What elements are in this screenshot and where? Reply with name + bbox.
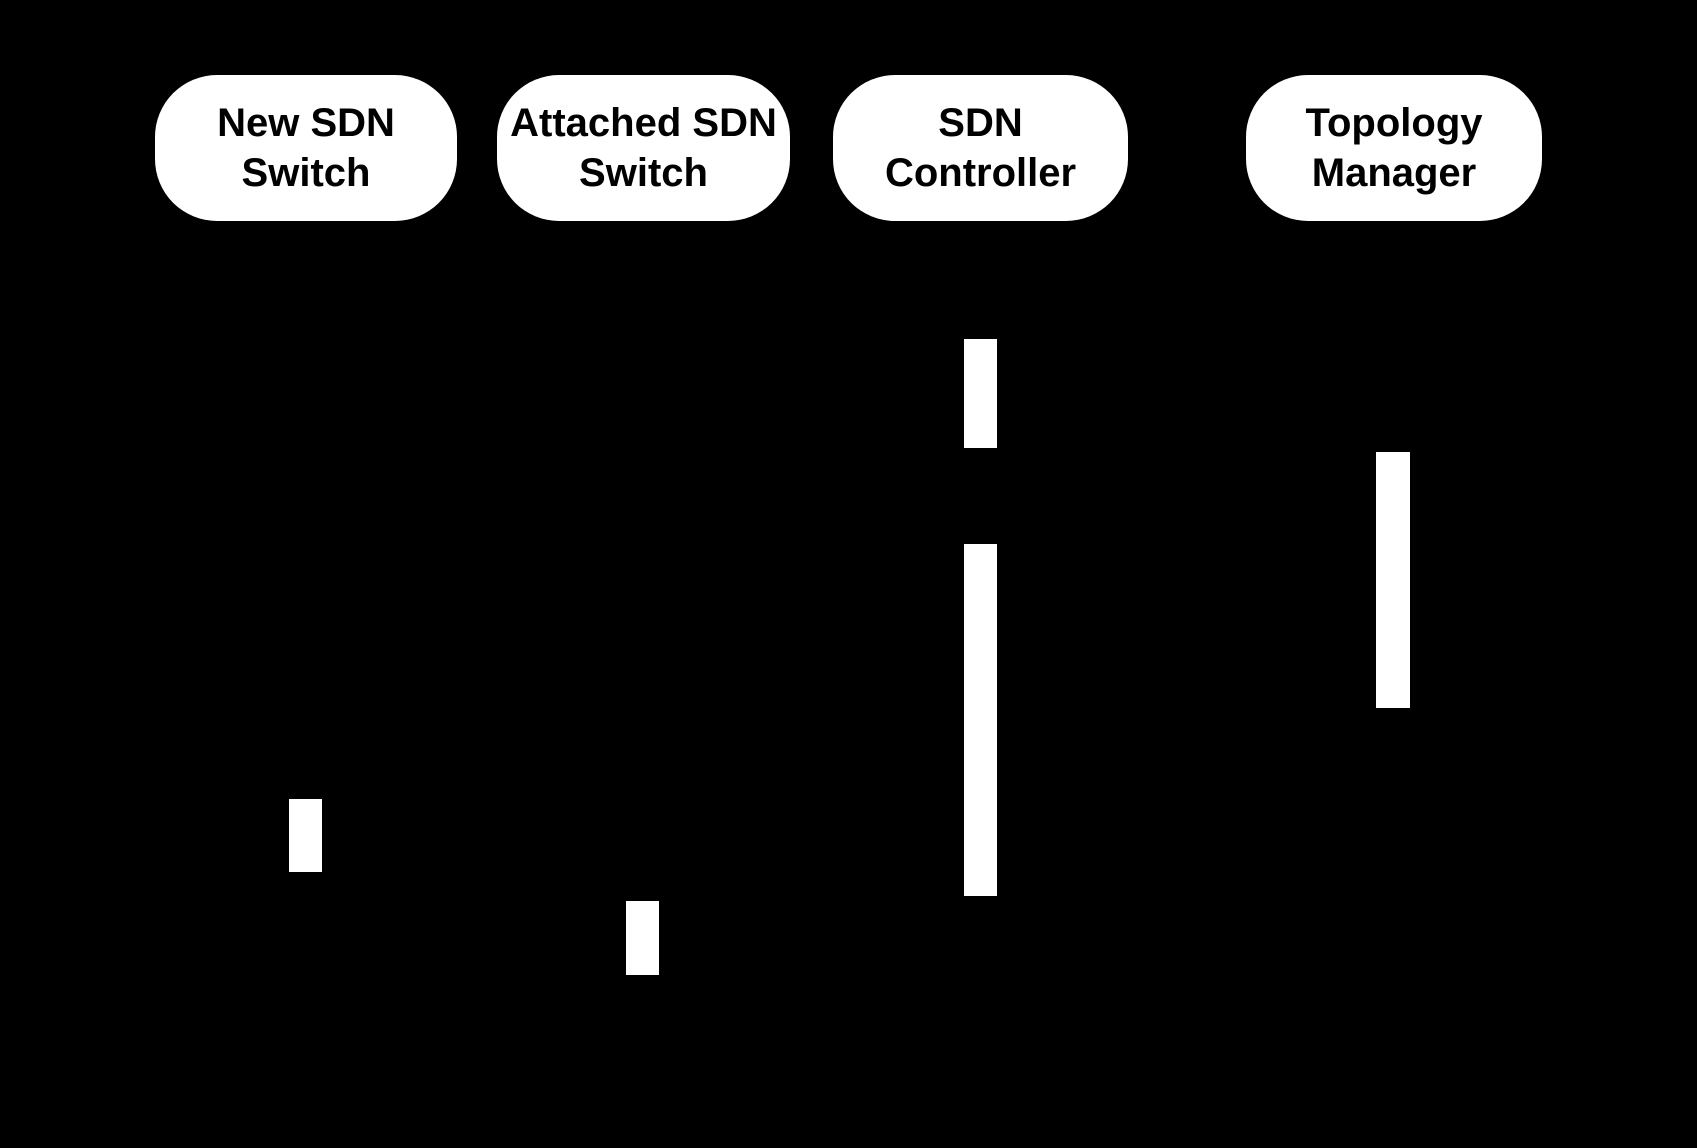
participant-label-new-sdn-switch: New SDN Switch xyxy=(217,101,395,195)
participant-label-topology-manager: Topology Manager xyxy=(1305,101,1483,195)
participant-box-topology-manager: Topology Manager xyxy=(1246,75,1542,221)
participant-box-sdn-controller: SDN Controller xyxy=(833,75,1128,221)
participant-label-sdn-controller: SDN Controller xyxy=(884,101,1077,195)
activation-bar-new-sdn-switch-activation xyxy=(289,799,322,872)
activation-bar-sdn-controller-activation-lower xyxy=(964,544,997,896)
participant-box-attached-sdn-switch: Attached SDN Switch xyxy=(497,75,790,221)
activation-bar-attached-sdn-switch-activation xyxy=(626,901,659,975)
participant-box-new-sdn-switch: New SDN Switch xyxy=(155,75,457,221)
activation-bar-topology-manager-activation xyxy=(1376,452,1410,708)
participant-label-attached-sdn-switch: Attached SDN Switch xyxy=(510,101,777,195)
activation-bar-sdn-controller-activation-upper xyxy=(964,339,997,448)
